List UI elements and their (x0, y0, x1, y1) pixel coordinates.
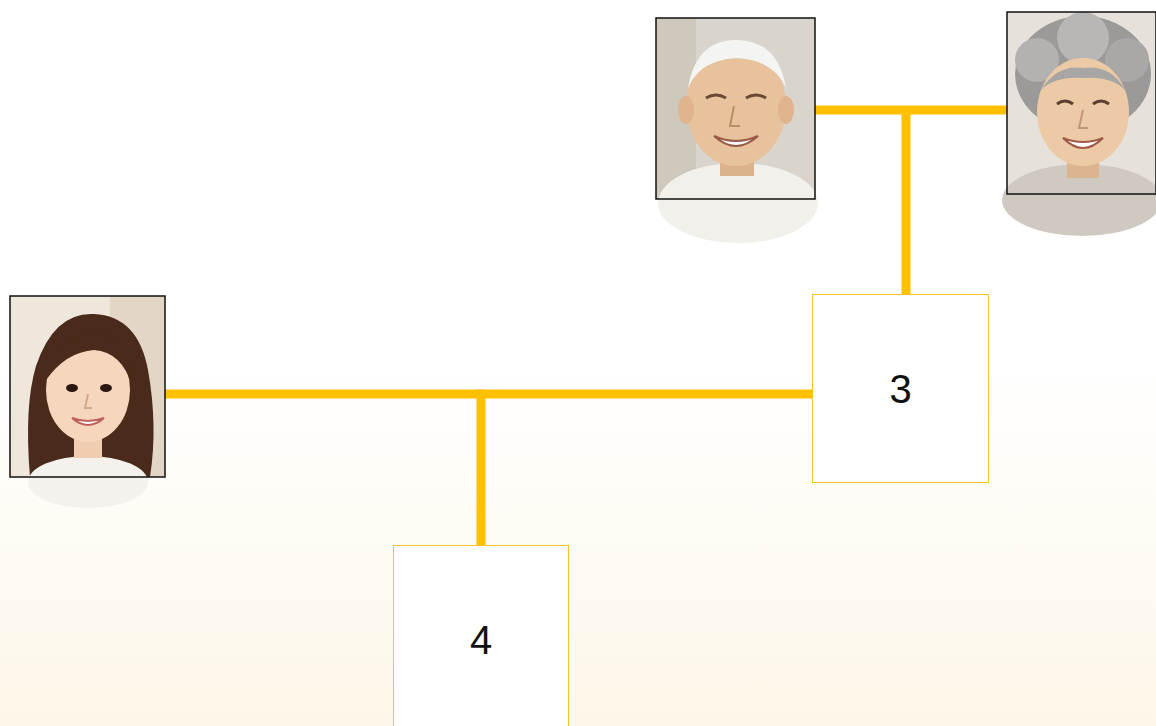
person-box: 3 (812, 294, 989, 483)
generation-number: 3 (885, 367, 915, 411)
grandfather-photo (656, 18, 818, 243)
grandmother-photo (1002, 12, 1156, 236)
generation-number: 4 (466, 618, 496, 662)
descent-line (481, 394, 812, 545)
person-box: 4 (393, 545, 569, 726)
spouse-line (165, 390, 485, 399)
couple-line (815, 106, 1007, 115)
woman-photo (10, 296, 165, 508)
descent-line (902, 110, 911, 294)
